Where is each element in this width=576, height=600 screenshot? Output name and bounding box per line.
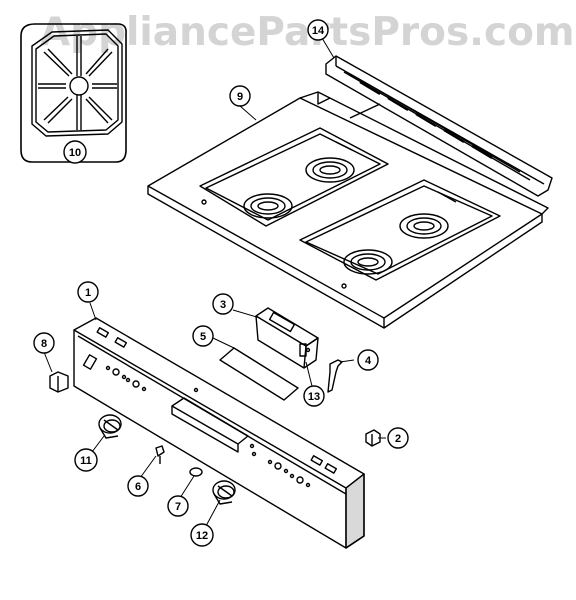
callout-11: 11: [74, 448, 98, 472]
callout-6: 6: [127, 475, 149, 497]
callout-1: 1: [77, 281, 99, 303]
knob-right: [212, 480, 236, 505]
callout-5: 5: [192, 325, 214, 347]
callout-label: 4: [365, 355, 372, 367]
callout-label: 1: [85, 287, 91, 299]
indicator: [365, 429, 381, 447]
callout-9: 9: [229, 85, 251, 107]
callout-label: 5: [200, 331, 206, 343]
callout-8: 8: [33, 332, 55, 354]
callout-2: 2: [387, 427, 409, 449]
spring-clip: [155, 445, 165, 464]
callout-label: 7: [175, 501, 181, 513]
callout-label: 12: [196, 530, 208, 542]
leader-lines: [43, 37, 386, 527]
callout-10: 10: [63, 140, 87, 164]
callout-13: 13: [303, 385, 325, 407]
bracket: [327, 359, 343, 393]
vent-trim: [325, 55, 553, 197]
callout-label: 3: [220, 299, 226, 311]
knob-insert: [189, 467, 203, 477]
overlay: [219, 347, 299, 401]
callout-3: 3: [212, 293, 234, 315]
knob-left: [98, 414, 122, 439]
callout-12: 12: [190, 523, 214, 547]
grate-inset: [20, 23, 127, 163]
switch: [49, 371, 69, 393]
callout-7: 7: [167, 495, 189, 517]
callout-label: 2: [395, 433, 401, 445]
callout-label: 6: [135, 481, 141, 493]
control-panel: [73, 317, 365, 549]
callout-label: 10: [69, 147, 81, 159]
callout-label: 9: [237, 91, 243, 103]
callout-label: 13: [308, 391, 320, 403]
callout-label: 14: [312, 25, 325, 37]
clock-housing: [255, 307, 319, 369]
callout-4: 4: [357, 349, 379, 371]
callout-label: 11: [80, 455, 92, 467]
callout-label: 8: [41, 338, 47, 350]
callout-14: 14: [307, 19, 329, 41]
watermark-text: AppliancePartsPros.com: [40, 10, 575, 55]
cooktop: [147, 91, 549, 329]
callouts: 10 14 9 1 3 5: [33, 19, 409, 547]
